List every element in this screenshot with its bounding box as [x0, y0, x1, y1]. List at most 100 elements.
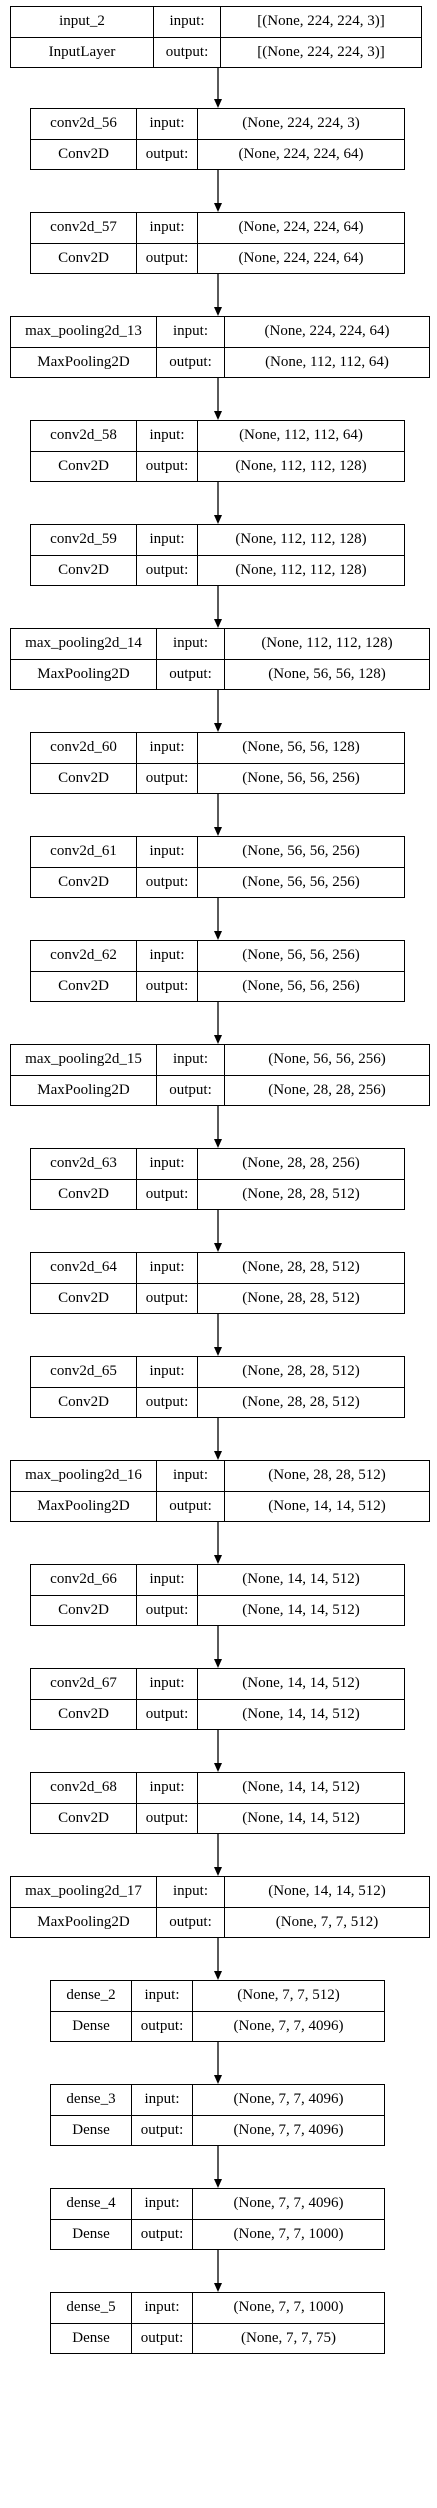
arrowhead-icon: [214, 2283, 222, 2292]
layer-type: Conv2D: [31, 1178, 137, 1209]
output-shape: (None, 7, 7, 75): [192, 2322, 384, 2353]
input-label: input:: [131, 1981, 193, 2012]
layer-type: Conv2D: [31, 1802, 137, 1833]
output-shape: (None, 56, 56, 256): [197, 970, 404, 1001]
arrowhead-icon: [214, 1139, 222, 1148]
layer-name: dense_5: [51, 2293, 132, 2324]
output-shape: (None, 28, 28, 512): [197, 1282, 404, 1313]
output-shape: (None, 56, 56, 128): [224, 658, 429, 689]
output-shape: (None, 112, 112, 128): [197, 450, 404, 481]
output-label: output:: [136, 450, 198, 481]
input-shape: (None, 7, 7, 1000): [192, 2293, 384, 2324]
input-label: input:: [136, 1565, 198, 1596]
output-label: output:: [156, 1074, 225, 1105]
layer-name: conv2d_61: [31, 837, 137, 868]
output-label: output:: [136, 1282, 198, 1313]
layer-name: conv2d_64: [31, 1253, 137, 1284]
layer-name: max_pooling2d_15: [11, 1045, 157, 1076]
input-label: input:: [136, 1669, 198, 1700]
input-shape: (None, 224, 224, 64): [224, 317, 429, 348]
arrowhead-icon: [214, 827, 222, 836]
layer-type: Conv2D: [31, 866, 137, 897]
input-shape: (None, 56, 56, 256): [224, 1045, 429, 1076]
input-shape: (None, 112, 112, 128): [224, 629, 429, 660]
output-label: output:: [136, 554, 198, 585]
arrowhead-icon: [214, 1659, 222, 1668]
arrowhead-icon: [214, 1867, 222, 1876]
output-label: output:: [156, 658, 225, 689]
layer-name: conv2d_58: [31, 421, 137, 452]
layer-type: Conv2D: [31, 970, 137, 1001]
arrowhead-icon: [214, 1555, 222, 1564]
input-shape: (None, 56, 56, 256): [197, 837, 404, 868]
layer-type: Conv2D: [31, 1282, 137, 1313]
input-label: input:: [156, 317, 225, 348]
output-label: output:: [136, 1386, 198, 1417]
arrowhead-icon: [214, 307, 222, 316]
layer-name: dense_4: [51, 2189, 132, 2220]
output-label: output:: [136, 1594, 198, 1625]
layer-type: MaxPooling2D: [11, 346, 157, 377]
input-label: input:: [153, 7, 221, 38]
output-label: output:: [131, 2322, 193, 2353]
output-label: output:: [136, 1698, 198, 1729]
output-label: output:: [131, 2114, 193, 2145]
input-shape: (None, 28, 28, 512): [197, 1357, 404, 1388]
output-label: output:: [136, 866, 198, 897]
layer-name: conv2d_57: [31, 213, 137, 244]
input-shape: (None, 56, 56, 128): [197, 733, 404, 764]
output-shape: (None, 14, 14, 512): [197, 1698, 404, 1729]
layer-name: max_pooling2d_14: [11, 629, 157, 660]
layer-name: dense_2: [51, 1981, 132, 2012]
input-shape: (None, 7, 7, 512): [192, 1981, 384, 2012]
output-label: output:: [131, 2010, 193, 2041]
output-label: output:: [156, 346, 225, 377]
arrowhead-icon: [214, 2075, 222, 2084]
input-label: input:: [156, 1877, 225, 1908]
arrowhead-icon: [214, 723, 222, 732]
input-shape: (None, 28, 28, 256): [197, 1149, 404, 1180]
arrowhead-icon: [214, 1451, 222, 1460]
layer-name: conv2d_63: [31, 1149, 137, 1180]
layer-name: max_pooling2d_16: [11, 1461, 157, 1492]
layer-type: MaxPooling2D: [11, 1490, 157, 1521]
input-shape: (None, 112, 112, 64): [197, 421, 404, 452]
layer-type: MaxPooling2D: [11, 1906, 157, 1937]
layer-type: Conv2D: [31, 242, 137, 273]
output-shape: (None, 7, 7, 4096): [192, 2010, 384, 2041]
layer-type: Conv2D: [31, 762, 137, 793]
input-label: input:: [136, 213, 198, 244]
output-label: output:: [156, 1906, 225, 1937]
output-label: output:: [136, 970, 198, 1001]
arrowhead-icon: [214, 619, 222, 628]
output-label: output:: [131, 2218, 193, 2249]
layer-name: dense_3: [51, 2085, 132, 2116]
input-label: input:: [136, 1773, 198, 1804]
arrowhead-icon: [214, 1763, 222, 1772]
input-label: input:: [131, 2293, 193, 2324]
layer-name: conv2d_56: [31, 109, 137, 140]
output-label: output:: [136, 138, 198, 169]
input-label: input:: [136, 421, 198, 452]
arrowhead-icon: [214, 1243, 222, 1252]
input-label: input:: [156, 629, 225, 660]
output-shape: (None, 56, 56, 256): [197, 866, 404, 897]
input-label: input:: [156, 1461, 225, 1492]
arrowhead-icon: [214, 515, 222, 524]
output-label: output:: [156, 1490, 225, 1521]
input-shape: (None, 7, 7, 4096): [192, 2085, 384, 2116]
input-label: input:: [156, 1045, 225, 1076]
input-label: input:: [136, 941, 198, 972]
arrowhead-icon: [214, 1347, 222, 1356]
arrowhead-icon: [214, 931, 222, 940]
